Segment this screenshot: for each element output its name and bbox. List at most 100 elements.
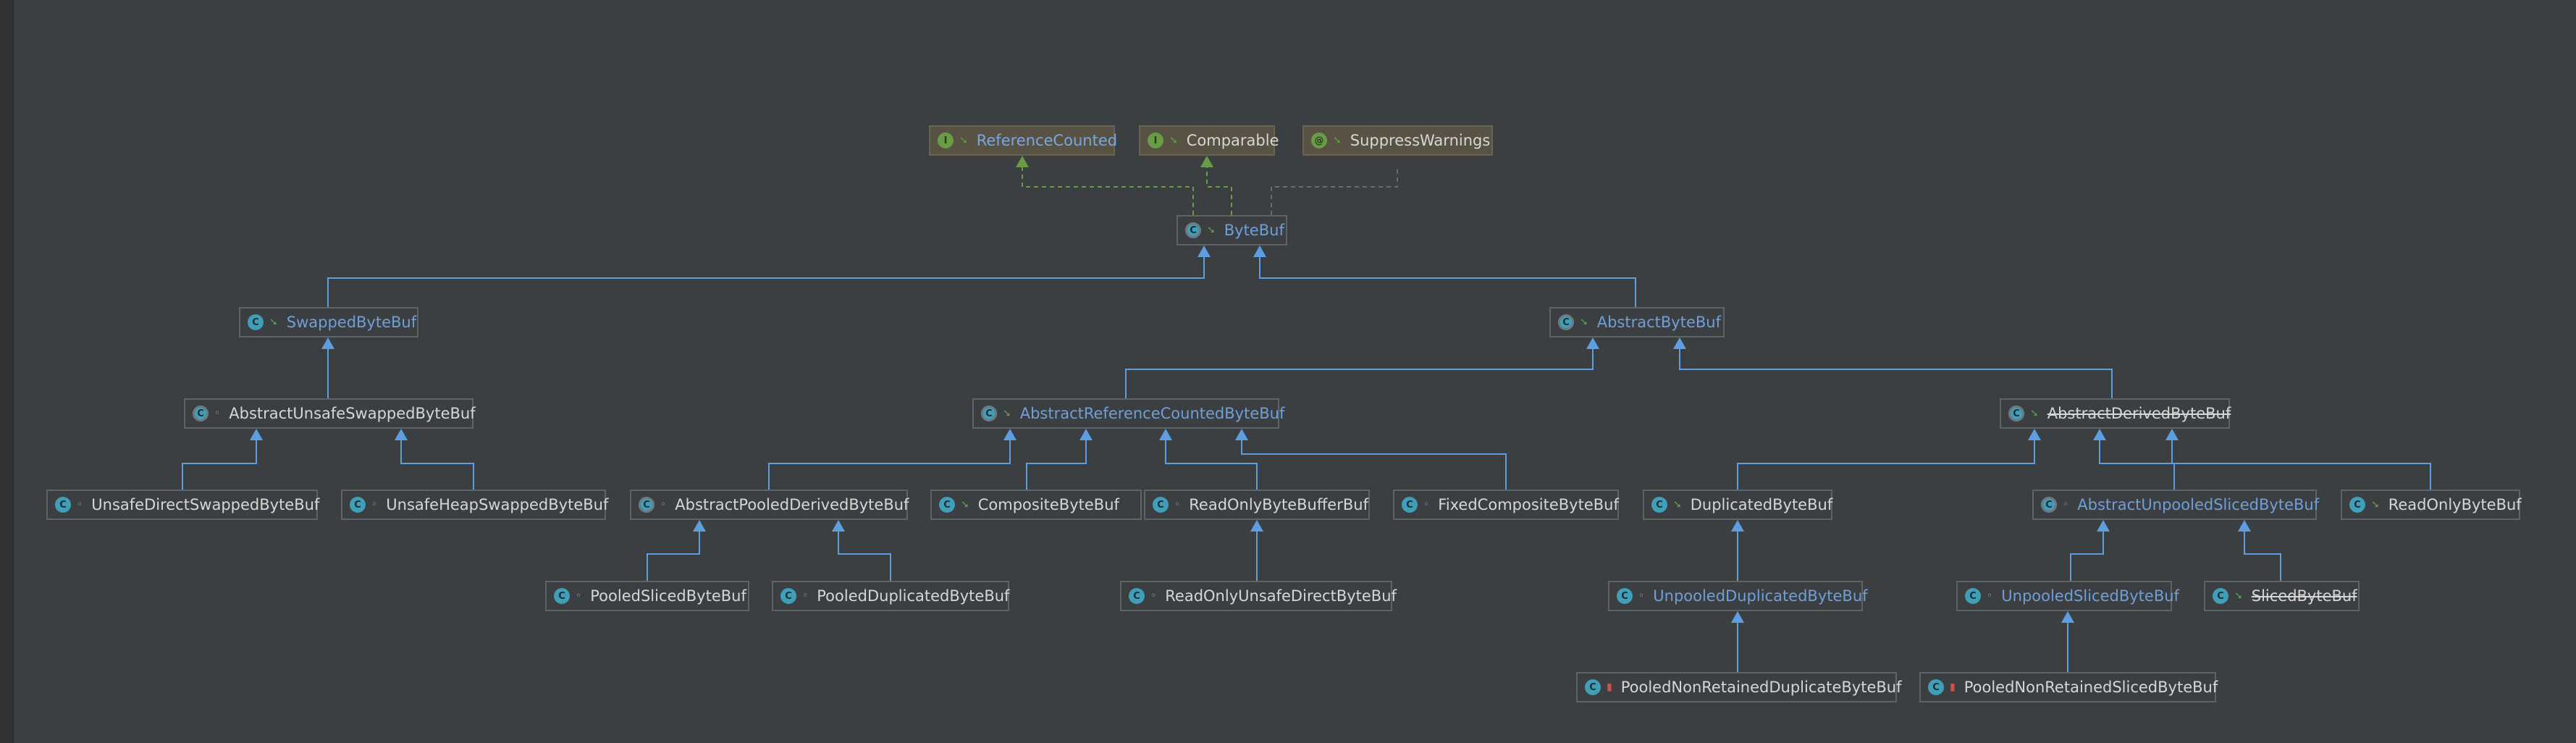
arrowhead-unpooledslicedbytebuf-icon xyxy=(2061,611,2074,623)
annotation-icon: @ xyxy=(1311,133,1327,148)
node-label: DuplicatedByteBuf xyxy=(1690,496,1833,513)
arrowhead-abstractreferencecountedbytebuf-icon xyxy=(1235,429,1248,440)
package-modifier-icon: ◦ xyxy=(802,590,809,602)
node-label: FixedCompositeByteBuf xyxy=(1438,496,1619,513)
node-pooledNonRetainedDuplicateByteBuf[interactable]: C▮PooledNonRetainedDuplicateByteBuf xyxy=(1576,672,1902,702)
node-abstractunsafeswappedbytebuf[interactable]: C◦AbstractUnsafeSwappedByteBuf xyxy=(184,398,476,429)
edge-abstractderivedbytebuf-extends-abstractbytebuf xyxy=(1679,349,2113,398)
edge-readonlybytebuf-extends-abstractderivedbytebuf xyxy=(2171,440,2431,490)
abstract-class-icon: C xyxy=(193,406,209,421)
node-unsafeheapswappedbytebuf[interactable]: C◦UnsafeHeapSwappedByteBuf xyxy=(341,490,608,520)
node-slicedbytebuf[interactable]: C➘SlicedByteBuf xyxy=(2204,581,2360,611)
edge-pooledduplicatedbytebuf-extends-abstractpooledderivedbytebuf xyxy=(838,532,891,581)
public-modifier-icon: ➘ xyxy=(1333,135,1342,146)
public-modifier-icon: ➘ xyxy=(2030,408,2039,419)
public-modifier-icon: ➘ xyxy=(1003,408,1011,419)
arrowhead-abstractreferencecountedbytebuf-icon xyxy=(1159,429,1172,440)
edge-pooledslicedbytebuf-extends-abstractpooledderivedbytebuf xyxy=(647,532,700,581)
node-unpooledduplicatedbytebuf[interactable]: C◦UnpooledDuplicatedByteBuf xyxy=(1608,581,1868,611)
abstract-class-icon: C xyxy=(1185,222,1201,238)
class-icon: C xyxy=(2349,497,2365,513)
arrowhead-abstractbytebuf-icon xyxy=(1586,337,1599,349)
node-abstractbytebuf[interactable]: C➘AbstractByteBuf xyxy=(1549,307,1725,337)
node-label: PooledDuplicatedByteBuf xyxy=(817,587,1010,605)
node-label: ReadOnlyUnsafeDirectByteBuf xyxy=(1165,587,1397,605)
node-unpooledslicedbytebuf[interactable]: C ◦ UnpooledSlicedByteBuf xyxy=(1956,581,2179,611)
node-duplicatedbytebuf[interactable]: C➘DuplicatedByteBuf xyxy=(1643,490,1832,520)
class-icon: C xyxy=(1965,588,1981,604)
arrowhead-abstractreferencecountedbytebuf-icon xyxy=(1003,429,1016,440)
node-abstractpooledderivedbytebuf[interactable]: C◦AbstractPooledDerivedByteBuf xyxy=(630,490,909,520)
node-label: ReadOnlyByteBuf xyxy=(2388,496,2522,513)
package-modifier-icon: ◦ xyxy=(2063,499,2069,511)
edge-abstractbytebuf-extends-bytebuf xyxy=(1259,257,1636,307)
node-label: CompositeByteBuf xyxy=(977,496,1119,513)
node-swappedbytebuf[interactable]: C➘SwappedByteBuf xyxy=(239,307,418,337)
package-modifier-icon: ◦ xyxy=(371,499,378,511)
arrowhead-abstractderivedbytebuf-icon xyxy=(2028,429,2041,440)
node-label: SwappedByteBuf xyxy=(286,314,417,331)
arrowhead-abstractpooledderivedbytebuf-icon xyxy=(693,520,706,532)
node-compositebytebuf[interactable]: C➘CompositeByteBuf xyxy=(930,490,1142,520)
final-class-icon: C xyxy=(1402,497,1418,513)
edge-compositebytebuf-extends-abstractreferencecountedbytebuf xyxy=(1026,440,1087,490)
node-pooledNonRetainedSlicedByteBuf[interactable]: C▮PooledNonRetainedSlicedByteBuf xyxy=(1919,672,2218,702)
edge-unpooledslicedbytebuf-extends-abstractunpooledslicedbytebuf xyxy=(2070,532,2104,581)
node-abstractunpooledslicedbytebuf[interactable]: C◦AbstractUnpooledSlicedByteBuf xyxy=(2032,490,2319,520)
package-modifier-icon: ◦ xyxy=(1150,590,1157,602)
package-modifier-icon: ◦ xyxy=(1174,499,1181,511)
arrowhead-bytebuf-icon xyxy=(1253,245,1266,257)
public-modifier-icon: ➘ xyxy=(1673,499,1682,511)
final-class-icon: C xyxy=(1129,588,1145,604)
node-label: ByteBuf xyxy=(1224,222,1284,239)
public-modifier-icon: ➘ xyxy=(1580,316,1588,328)
node-readonlybytebufferbuf[interactable]: C◦ReadOnlyByteBufferBuf xyxy=(1144,490,1370,520)
arrowhead-readonlybytebufferbuf-icon xyxy=(1250,520,1263,532)
node-referencecounted[interactable]: I➘ReferenceCounted xyxy=(929,125,1117,156)
node-label: AbstractUnsafeSwappedByteBuf xyxy=(229,405,476,422)
class-icon: C xyxy=(939,497,955,513)
package-modifier-icon: ◦ xyxy=(1987,590,1993,602)
class-icon: C xyxy=(1617,588,1633,604)
public-modifier-icon: ➘ xyxy=(2234,590,2243,602)
node-abstractreferencecountedbytebuf[interactable]: C➘AbstractReferenceCountedByteBuf xyxy=(972,398,1284,429)
interface-icon: I xyxy=(938,133,954,148)
package-modifier-icon: ◦ xyxy=(576,590,582,602)
public-modifier-icon: ➘ xyxy=(959,135,968,146)
node-fixedcompositebytebuf[interactable]: C ◦ FixedCompositeByteBuf xyxy=(1393,490,1619,520)
public-modifier-icon: ➘ xyxy=(2371,499,2380,511)
arrowhead-abstractpooledderivedbytebuf-icon xyxy=(832,520,845,532)
node-label: PooledNonRetainedDuplicateByteBuf xyxy=(1620,679,1902,696)
node-label: UnpooledSlicedByteBuf xyxy=(2001,587,2179,605)
node-abstractderivedbytebuf[interactable]: C➘AbstractDerivedByteBuf xyxy=(2000,398,2231,429)
node-label: SlicedByteBuf xyxy=(2251,587,2357,605)
node-pooledslicedbytebuf[interactable]: C◦PooledSlicedByteBuf xyxy=(545,581,749,611)
node-pooledduplicatedbytebuf[interactable]: C ◦ PooledDuplicatedByteBuf xyxy=(772,581,1009,611)
edge-bytebuf-implements-comparable xyxy=(1206,167,1232,215)
arrowhead-bytebuf-icon xyxy=(1197,245,1211,257)
interface-icon: I xyxy=(1148,133,1163,148)
node-label: Comparable xyxy=(1186,132,1279,149)
package-modifier-icon: ◦ xyxy=(1423,499,1430,511)
editor-gutter xyxy=(0,0,14,743)
final-class-icon: C xyxy=(1928,679,1944,695)
public-modifier-icon: ➘ xyxy=(1169,135,1178,146)
node-label: AbstractDerivedByteBuf xyxy=(2047,405,2231,422)
node-comparable[interactable]: I ➘ Comparable xyxy=(1139,125,1279,156)
arrowhead-abstractunsafeswappedbytebuf-icon xyxy=(395,429,408,440)
arrowhead-abstractunpooledslicedbytebuf-icon xyxy=(2097,520,2110,532)
node-suppresswarnings[interactable]: @➘SuppressWarnings xyxy=(1302,125,1493,156)
node-bytebuf[interactable]: C➘ByteBuf xyxy=(1177,215,1287,245)
node-readonlyunsafedirectbytebuf[interactable]: C ◦ ReadOnlyUnsafeDirectByteBuf xyxy=(1120,581,1397,611)
node-readonlybytebuf[interactable]: C ➘ ReadOnlyByteBuf xyxy=(2341,490,2522,520)
final-class-icon: C xyxy=(554,588,570,604)
arrowhead-abstractbytebuf-icon xyxy=(1673,337,1686,349)
edge-bytebuf-implements-referencecounted xyxy=(1022,167,1194,215)
edge-abstractunpooledslicedbytebuf-extends-abstractderivedbytebuf xyxy=(2099,440,2175,490)
package-modifier-icon: ◦ xyxy=(77,499,83,511)
node-unsafedirectswappedbytebuf[interactable]: C◦UnsafeDirectSwappedByteBuf xyxy=(46,490,319,520)
final-class-icon: C xyxy=(780,588,796,604)
public-modifier-icon: ➘ xyxy=(269,316,278,328)
